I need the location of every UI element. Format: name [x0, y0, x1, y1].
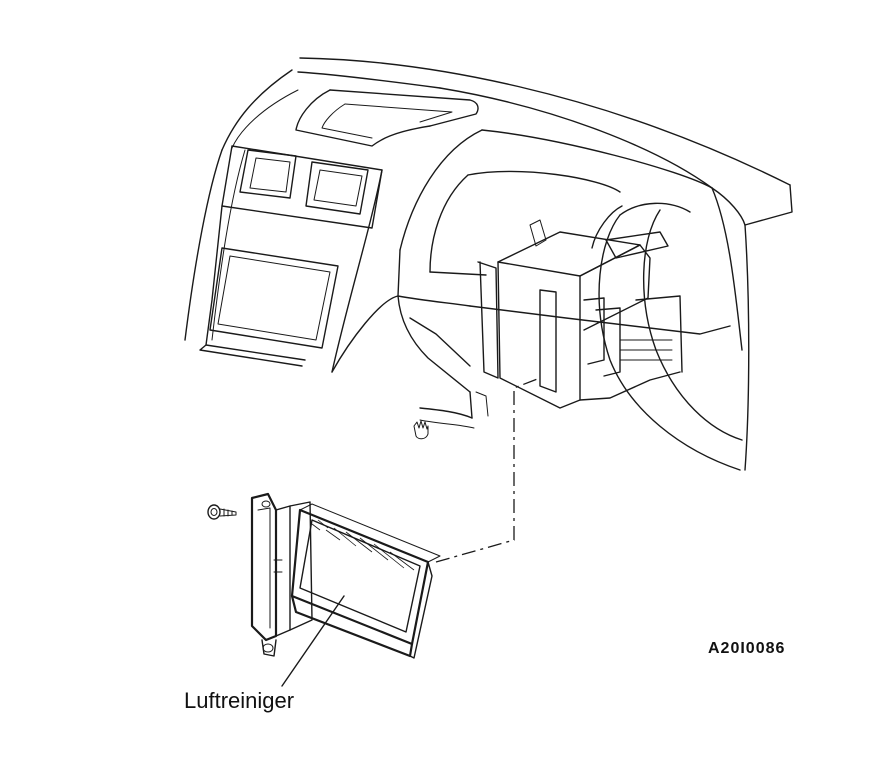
center-vents: [221, 145, 383, 229]
filter-housing: [250, 492, 313, 657]
lower-dash: [331, 295, 731, 429]
hand-icon: [413, 420, 429, 440]
glove-box-recess: [397, 129, 713, 307]
air-filter-element: [290, 503, 441, 659]
label-leader-line: [281, 595, 345, 687]
part-label: Luftreiniger: [184, 688, 295, 713]
upper-pocket: [295, 89, 479, 147]
dashboard-outline: [184, 57, 793, 341]
steering-column: [598, 187, 750, 471]
assembly-leader-line: [435, 377, 541, 563]
screw-icon: [207, 504, 237, 520]
center-panel: [199, 169, 383, 373]
figure-code: A20I0086: [708, 640, 786, 657]
blower-unit: [477, 205, 683, 409]
